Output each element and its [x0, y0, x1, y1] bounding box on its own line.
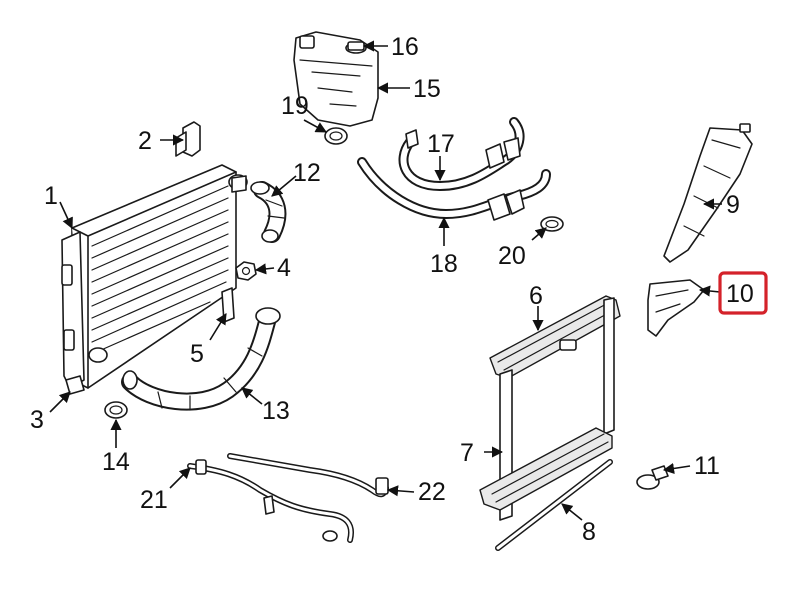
- shroud-frame-part: [479, 295, 621, 551]
- callout-3[interactable]: 3: [30, 406, 44, 434]
- reservoir-part: [293, 31, 379, 127]
- callout-20[interactable]: 20: [498, 242, 526, 270]
- callout-17[interactable]: 17: [427, 130, 455, 158]
- callout-21[interactable]: 21: [140, 486, 168, 514]
- leader-21: [169, 467, 191, 489]
- callout-12[interactable]: 12: [293, 159, 321, 187]
- callout-10[interactable]: 10: [726, 280, 754, 308]
- leader-22: [386, 485, 415, 497]
- callout-22[interactable]: 22: [418, 478, 446, 506]
- hose-18-part: [357, 157, 551, 221]
- callout-7[interactable]: 7: [460, 439, 474, 467]
- leader-4: [254, 263, 275, 275]
- callout-9[interactable]: 9: [726, 191, 740, 219]
- callout-16[interactable]: 16: [391, 33, 419, 61]
- tubes-21-22-part: [187, 453, 389, 543]
- callout-11[interactable]: 11: [694, 452, 720, 480]
- hose-13-part: [121, 307, 281, 411]
- hose-17-part: [398, 117, 525, 191]
- callout-5[interactable]: 5: [190, 340, 204, 368]
- leader-5: [209, 313, 227, 341]
- push-pin-11-part: [636, 465, 669, 490]
- callout-14[interactable]: 14: [102, 448, 130, 476]
- leader-19: [303, 119, 327, 133]
- leader-11: [662, 462, 691, 475]
- callout-18[interactable]: 18: [430, 250, 458, 278]
- callout-2[interactable]: 2: [138, 127, 152, 155]
- clamp-14-part: [104, 401, 128, 419]
- radiator-part: [61, 164, 248, 395]
- bracket-part: [175, 121, 201, 157]
- leader-13: [241, 387, 263, 405]
- leader-10: [698, 285, 721, 297]
- callout-6[interactable]: 6: [529, 282, 543, 310]
- leader-lines: [49, 40, 722, 521]
- leader-12: [271, 175, 297, 197]
- leader-8: [561, 503, 583, 521]
- callout-10-highlight[interactable]: [718, 271, 768, 315]
- callout-15[interactable]: 15: [413, 75, 441, 103]
- hose-12-part: [250, 181, 287, 243]
- callout-8[interactable]: 8: [582, 518, 596, 546]
- callout-13[interactable]: 13: [262, 397, 290, 425]
- leader-20: [531, 227, 547, 241]
- callout-labels: 1 2 3 4 5 6 7 8 9 10 11 12 13 14 15 16 1…: [30, 33, 754, 546]
- clamp-19-part: [324, 127, 348, 145]
- callout-19[interactable]: 19: [281, 92, 309, 120]
- bracket-10-part: [647, 279, 705, 337]
- callout-4[interactable]: 4: [277, 254, 291, 282]
- leader-1: [59, 201, 73, 230]
- callout-1[interactable]: 1: [44, 182, 58, 210]
- nut-part: [235, 261, 257, 281]
- leader-3: [49, 391, 71, 413]
